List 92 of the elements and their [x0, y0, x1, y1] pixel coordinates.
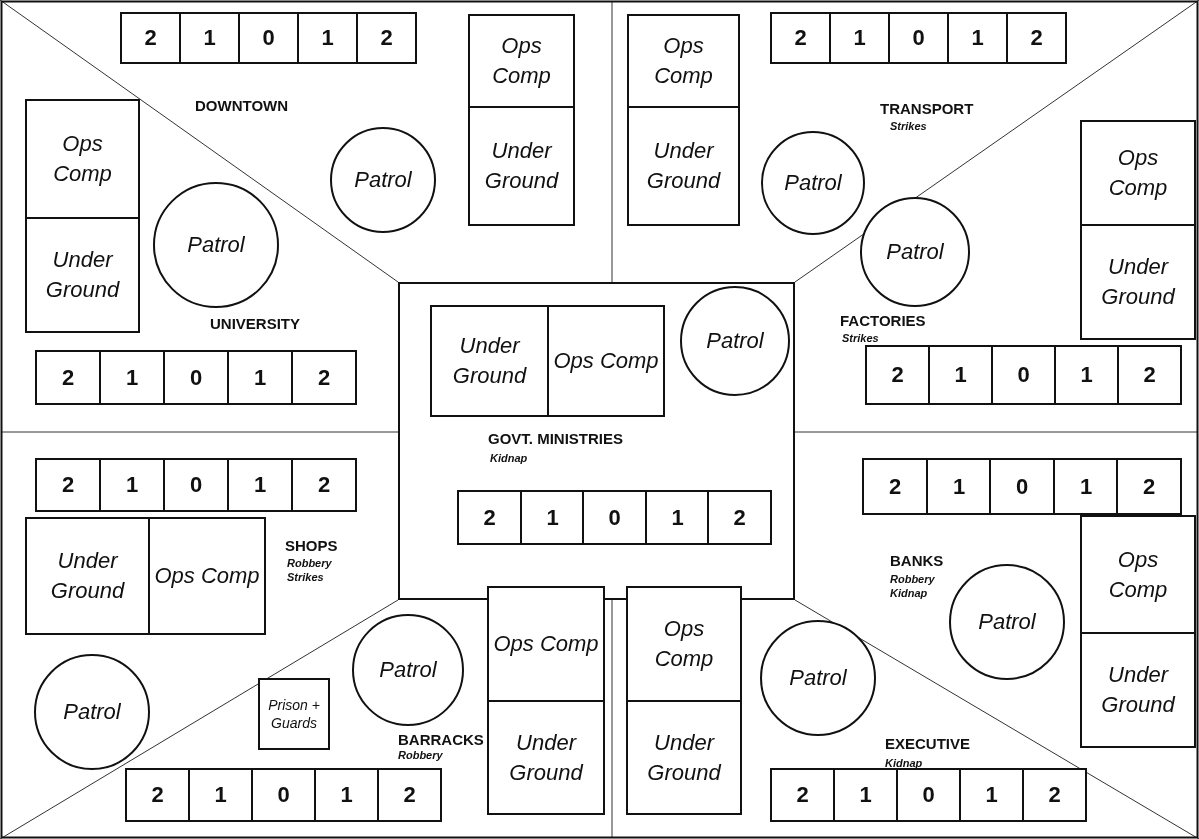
patrol-circle: Patrol	[153, 182, 279, 308]
unit-box: Ops Comp	[626, 586, 742, 702]
score-cell: 2	[356, 12, 417, 64]
region-note: Kidnap	[890, 587, 928, 599]
score-cell: 2	[1022, 768, 1087, 822]
score-cell: 2	[1116, 458, 1182, 515]
region-name: BARRACKS	[398, 731, 484, 748]
patrol-circle: Patrol	[860, 197, 970, 307]
region-note: Strikes	[890, 120, 927, 132]
region-note: Strikes	[842, 332, 879, 344]
score-cell: 1	[227, 458, 293, 512]
patrol-circle: Patrol	[949, 564, 1065, 680]
unit-box: Under Ground	[1080, 632, 1196, 748]
score-cell: 1	[926, 458, 992, 515]
region-name: GOVT. MINISTRIES	[488, 430, 623, 447]
patrol-circle: Patrol	[34, 654, 150, 770]
score-cell: 1	[947, 12, 1008, 64]
score-cell: 0	[896, 768, 961, 822]
score-cell: 2	[125, 768, 190, 822]
patrol-circle: Patrol	[330, 127, 436, 233]
score-cell: 2	[35, 350, 101, 405]
score-cell: 1	[959, 768, 1024, 822]
unit-box: Ops Comp	[25, 99, 140, 219]
score-cell: 2	[457, 490, 522, 545]
score-cell: 1	[297, 12, 358, 64]
patrol-circle: Patrol	[352, 614, 464, 726]
score-cell: 2	[1006, 12, 1067, 64]
region-note: Robbery	[890, 573, 935, 585]
unit-box: Under Ground	[627, 106, 740, 226]
score-cell: 2	[770, 768, 835, 822]
score-cell: 0	[582, 490, 647, 545]
unit-box: Ops Comp	[1080, 515, 1196, 634]
score-cell: 2	[862, 458, 928, 515]
unit-box: Under Ground	[468, 106, 575, 226]
score-cell: 1	[928, 345, 993, 405]
patrol-circle: Patrol	[680, 286, 790, 396]
region-name: UNIVERSITY	[210, 315, 300, 332]
score-cell: 2	[120, 12, 181, 64]
score-cell: 2	[770, 12, 831, 64]
score-cell: 2	[1117, 345, 1182, 405]
region-note: Robbery	[287, 557, 332, 569]
unit-box: Ops Comp	[1080, 120, 1196, 226]
score-cell: 2	[377, 768, 442, 822]
score-cell: 1	[99, 350, 165, 405]
score-cell: 1	[99, 458, 165, 512]
unit-box: Ops Comp	[547, 305, 665, 417]
unit-box: Under Ground	[487, 700, 605, 815]
region-note: Robbery	[398, 749, 443, 761]
score-cell: 2	[291, 350, 357, 405]
prison-box: Prison + Guards	[258, 678, 330, 750]
score-cell: 1	[833, 768, 898, 822]
score-cell: 2	[707, 490, 772, 545]
region-note: Strikes	[287, 571, 324, 583]
region-note: Kidnap	[490, 452, 528, 464]
score-cell: 0	[991, 345, 1056, 405]
region-name: SHOPS	[285, 537, 338, 554]
unit-box: Ops Comp	[487, 586, 605, 702]
unit-box: Under Ground	[1080, 224, 1196, 340]
patrol-circle: Patrol	[760, 620, 876, 736]
score-cell: 0	[989, 458, 1055, 515]
score-cell: 1	[314, 768, 379, 822]
patrol-circle: Patrol	[761, 131, 865, 235]
score-cell: 0	[888, 12, 949, 64]
score-cell: 1	[1054, 345, 1119, 405]
region-name: EXECUTIVE	[885, 735, 971, 752]
score-cell: 2	[865, 345, 930, 405]
region-note: Kidnap	[885, 757, 923, 769]
score-cell: 1	[227, 350, 293, 405]
unit-box: Ops Comp	[468, 14, 575, 108]
score-cell: 0	[163, 350, 229, 405]
unit-box: Under Ground	[626, 700, 742, 815]
score-cell: 2	[291, 458, 357, 512]
unit-box: Ops Comp	[148, 517, 266, 635]
unit-box: Ops Comp	[627, 14, 740, 108]
score-cell: 1	[179, 12, 240, 64]
score-cell: 1	[188, 768, 253, 822]
unit-box: Under Ground	[430, 305, 549, 417]
score-cell: 0	[163, 458, 229, 512]
region-name: TRANSPORT	[880, 100, 974, 117]
score-cell: 1	[1053, 458, 1119, 515]
ministry-box	[398, 282, 795, 600]
score-cell: 1	[829, 12, 890, 64]
unit-box: Under Ground	[25, 517, 150, 635]
score-cell: 0	[238, 12, 299, 64]
region-name: DOWNTOWN	[195, 97, 289, 114]
unit-box: Under Ground	[25, 217, 140, 333]
score-cell: 1	[520, 490, 585, 545]
score-cell: 2	[35, 458, 101, 512]
score-cell: 0	[251, 768, 316, 822]
region-name: FACTORIES	[840, 312, 926, 329]
region-name: BANKS	[890, 552, 944, 569]
score-cell: 1	[645, 490, 710, 545]
